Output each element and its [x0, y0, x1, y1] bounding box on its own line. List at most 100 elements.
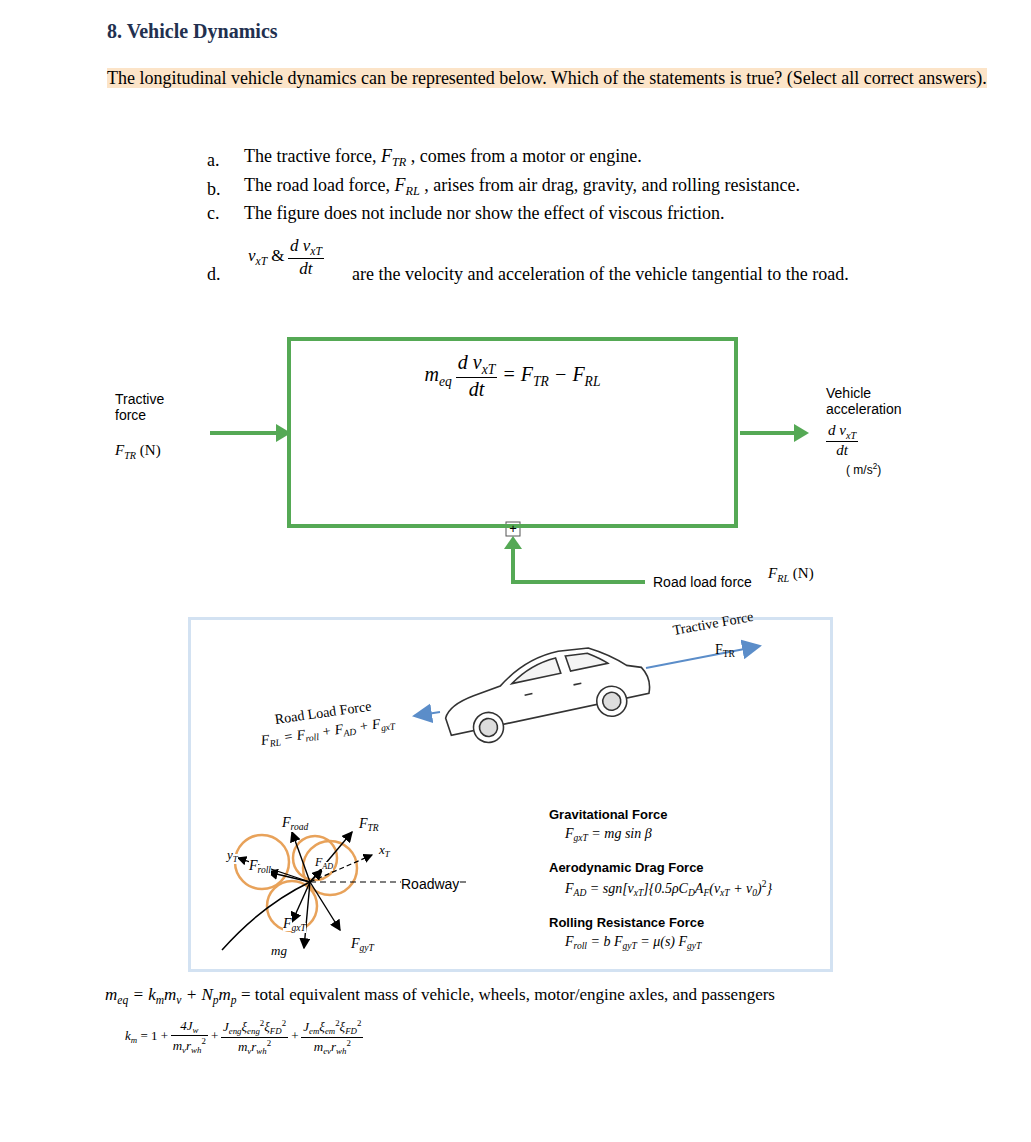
question-text: The longitudinal vehicle dynamics can be…: [107, 68, 987, 88]
force-equation-text: + F: [321, 722, 344, 740]
road-load-label-text: Road load force: [653, 574, 752, 590]
km-equation-text: em: [325, 1026, 335, 1036]
equation-text: d v: [458, 351, 482, 373]
equation-text: RL: [585, 374, 601, 389]
roadway-label: Roadway: [401, 876, 459, 892]
denominator: mvrwh2: [171, 1036, 208, 1055]
force-symbol-text: F: [282, 815, 291, 830]
km-equation-text: J: [223, 1019, 229, 1034]
formula-text: + v: [733, 881, 752, 896]
signal-arrows: [210, 424, 809, 582]
force-symbol-text: F: [359, 816, 368, 831]
option-text-text: The road load force,: [244, 175, 390, 195]
axis-label-text: y: [227, 847, 233, 862]
option-letter: d.: [207, 264, 221, 285]
input-symbol-text: F: [115, 442, 124, 458]
axis-label: yT: [227, 848, 238, 864]
option-text-text: The figure does not include nor show the…: [244, 203, 725, 223]
force-symbol-text: F: [249, 858, 258, 873]
heading-text: 8. Vehicle Dynamics: [107, 20, 278, 42]
formula-text: 2: [762, 879, 767, 889]
formula-text: F: [565, 826, 574, 841]
force-symbol-text: F: [715, 642, 723, 657]
numerator: d vxT: [288, 236, 324, 259]
mass-equation-text: p: [213, 994, 219, 1007]
formula-heading: Gravitational Force: [549, 808, 667, 823]
heading: 8. Vehicle Dynamics: [107, 20, 278, 43]
formula: FAD= sgn[vxT]{0.5ρCDAF(vxT+ v0)2}: [565, 879, 772, 899]
equation: meqd vxTdt= FTR− FRL: [425, 351, 601, 401]
equation-text: = F: [502, 363, 533, 385]
km-equation-text: m: [131, 1035, 137, 1045]
road-load-label: Road load force: [653, 574, 752, 590]
option-letter-text: b.: [207, 179, 221, 199]
sum-sign-text: +: [509, 521, 517, 536]
mass-equation-text: = k: [132, 985, 155, 1004]
force-symbol-text: TR: [723, 649, 735, 659]
km-equation-text: FD: [270, 1026, 282, 1036]
formula-heading-text: Aerodynamic Drag Force: [549, 860, 704, 875]
km-equation-text: 4J: [180, 1018, 192, 1033]
option-letter: b.: [207, 179, 221, 200]
mass-equation-text: m: [219, 985, 231, 1004]
unit: ( m/s2): [846, 462, 881, 478]
output-label: Vehicle acceleration: [826, 385, 926, 417]
mass-equation-text: p: [231, 994, 237, 1007]
force-equation-text: = F: [283, 727, 306, 745]
force-symbol: FTR: [359, 816, 379, 834]
formula-text: F: [565, 934, 574, 949]
force-symbol-text: roll: [258, 865, 271, 875]
km-equation-text: 2: [282, 1018, 286, 1028]
mass-equation-text: v: [176, 994, 181, 1007]
force-equation-text: + F: [358, 716, 381, 734]
input-label-text: Tractive force: [115, 391, 164, 423]
axis-label-text: T: [233, 854, 238, 864]
mass-equation: meq= kmmv+ Npmp= total equivalent mass o…: [105, 985, 775, 1007]
output-label-text: Vehicle acceleration: [826, 385, 902, 417]
sum-sign: +: [506, 522, 520, 537]
input-label: Tractive force: [115, 391, 190, 423]
km-equation-text: 2: [201, 1036, 205, 1046]
illustration-panel: Tractive ForceFTRRoad Load ForceFRL= Fro…: [188, 617, 833, 972]
km-equation-text: FD: [345, 1026, 357, 1036]
option-math-text: xT: [256, 255, 268, 268]
force-symbol-text: mg: [271, 943, 287, 958]
fraction: d vxTdt: [826, 422, 858, 460]
option-text-text: The tractive force,: [244, 146, 376, 166]
formula: Froll= b FgyT= μ(s) FgyT: [565, 934, 701, 952]
denominator: dt: [288, 259, 324, 279]
force-symbol-text: AD: [322, 862, 333, 871]
formula-text: A: [695, 881, 704, 896]
formula-text: ]{0.5ρC: [643, 881, 688, 896]
formula-heading-text: Rolling Resistance Force: [549, 915, 704, 930]
output-symbol: d vxTdt: [826, 422, 858, 460]
equation-text: eq: [439, 374, 452, 389]
input-symbol-text: (N): [140, 442, 161, 458]
km-equation-text: m: [238, 1039, 247, 1054]
formula-text: = b F: [590, 934, 622, 949]
force-equation-text: AD: [343, 727, 357, 739]
km-equation-text: ξ: [264, 1019, 270, 1034]
axis-label-text: T: [385, 849, 390, 859]
formula-text: F: [703, 888, 709, 898]
force-symbol: FgxT: [283, 916, 306, 934]
km-equation-text: J: [303, 1019, 309, 1034]
denominator: mevrwh2: [301, 1038, 363, 1057]
option-math: vxT&d vxTdt: [248, 236, 324, 279]
formula-text: (v: [709, 881, 720, 896]
force-equation-text: roll: [305, 732, 320, 744]
km-equation-text: w: [192, 1025, 198, 1035]
option-letter-text: a.: [207, 150, 220, 170]
formula-text: }: [767, 881, 773, 896]
option-math-text: dt: [299, 259, 312, 278]
formula-heading-text: Gravitational Force: [549, 807, 667, 822]
denominator: dt: [826, 442, 858, 459]
km-equation-text: 2: [357, 1018, 361, 1028]
km-equation-text: 2: [260, 1018, 264, 1028]
force-diagram: [222, 832, 470, 950]
numerator: 4Jw: [171, 1019, 208, 1036]
fraction: 4Jwmvrwh2: [171, 1019, 208, 1055]
force-symbol-text: F: [351, 936, 360, 951]
km-equation-text: +: [211, 1028, 218, 1043]
road-load-symbol-text: F: [768, 565, 777, 581]
